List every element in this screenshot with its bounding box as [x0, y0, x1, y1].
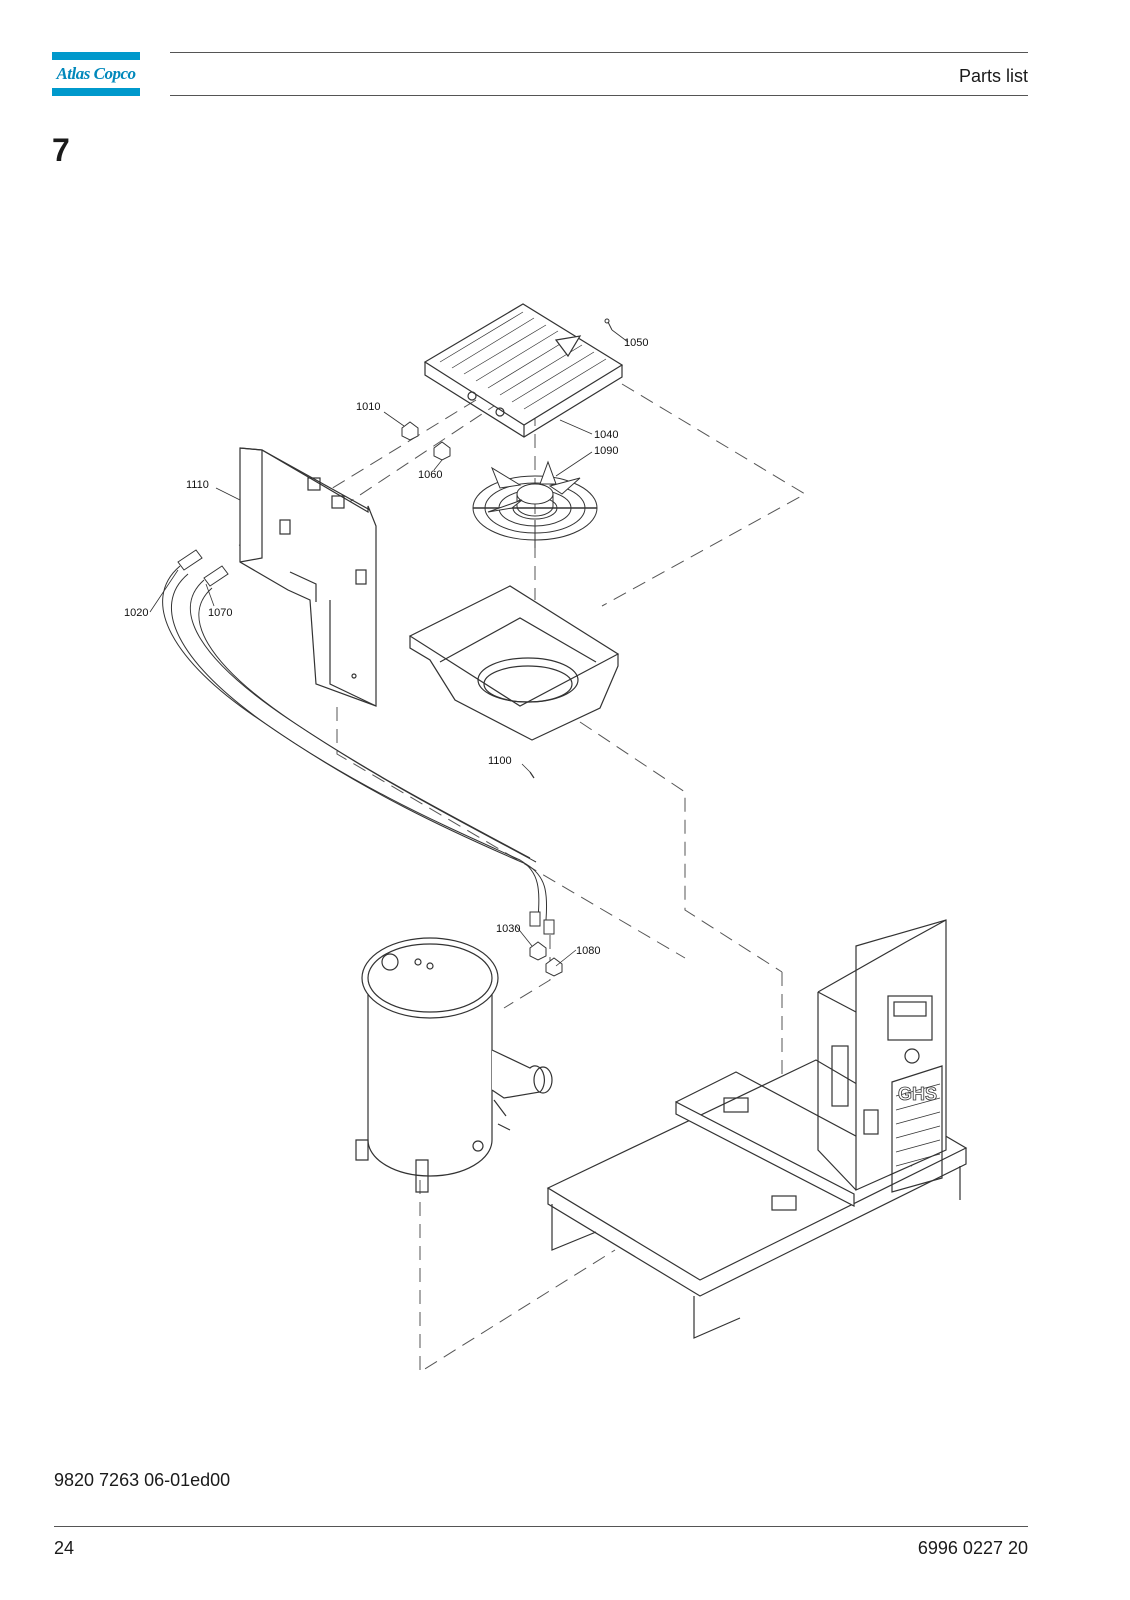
atlas-copco-logo: Atlas Copco — [52, 52, 140, 96]
part-number: 6996 0227 20 — [917, 1538, 1028, 1558]
section-number: 7 — [52, 132, 70, 168]
header-top-rule — [170, 52, 1028, 53]
logo-top-bar — [52, 52, 140, 60]
air-receiver-tank — [355, 937, 553, 1193]
callout-leader-lines — [149, 329, 629, 967]
callout-1080: 1080 — [576, 945, 600, 957]
logo-wordmark: Atlas Copco — [56, 64, 136, 83]
fittings — [401, 421, 563, 977]
screw-1050 — [604, 318, 613, 331]
callout-1010: 1010 — [356, 401, 380, 413]
callout-1030: 1030 — [496, 923, 520, 935]
callout-1090: 1090 — [594, 445, 618, 457]
header-bottom-rule — [170, 95, 1028, 96]
callout-1060: 1060 — [418, 469, 442, 481]
fan-part — [472, 460, 598, 548]
panel-marking: GHS — [898, 1084, 937, 1104]
screw-1100 — [529, 771, 535, 779]
fan-housing-part — [408, 585, 620, 741]
page-number: 24 — [54, 1538, 75, 1558]
cooler-part — [423, 303, 624, 438]
callout-1100: 1100 — [488, 755, 512, 767]
footer-rule — [54, 1526, 1028, 1527]
callout-1110: 1110 — [186, 479, 209, 491]
base-frame-assembly: GHS — [546, 919, 968, 1339]
callout-1050: 1050 — [624, 337, 648, 349]
hose-assembly — [162, 549, 555, 935]
logo-bottom-bar — [52, 88, 140, 96]
callout-1040: 1040 — [594, 429, 618, 441]
document-code: 9820 7263 06-01ed00 — [54, 1470, 231, 1490]
callout-1020: 1020 — [124, 607, 148, 619]
header-title: Parts list — [958, 66, 1028, 86]
callout-1070: 1070 — [208, 607, 232, 619]
side-panel-part — [239, 447, 377, 707]
